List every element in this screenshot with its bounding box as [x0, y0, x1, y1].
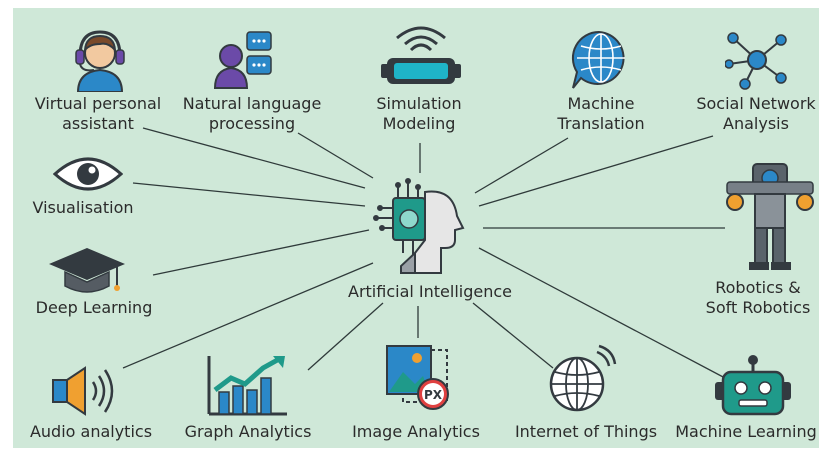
link-audio-analytics	[122, 262, 374, 369]
ai-head-circuit-icon	[373, 178, 465, 274]
label-visualisation: Visualisation	[32, 198, 134, 217]
person-chat-icon	[213, 31, 272, 89]
link-virtual-personal-assistant	[142, 127, 366, 189]
vr-headset-icon	[381, 26, 461, 84]
headset-person-icon	[75, 30, 125, 92]
label-robotics: Robotics &Soft Robotics	[705, 278, 811, 317]
diagram-canvas: Artificial Intelligence Virtual personal…	[13, 8, 819, 448]
robot-head-icon	[715, 355, 791, 416]
center-label: Artificial Intelligence	[348, 282, 512, 301]
label-machine-learning: Machine Learning	[675, 422, 817, 441]
link-natural-language-processing	[297, 132, 374, 179]
globe-wifi-icon	[549, 344, 617, 412]
link-internet-of-things	[472, 302, 554, 369]
robot-icon	[726, 163, 814, 270]
eye-icon	[53, 157, 123, 191]
label-graph-analytics: Graph Analytics	[184, 422, 312, 441]
globe-chat-icon	[571, 30, 625, 89]
label-deep-learning: Deep Learning	[35, 298, 153, 317]
link-machine-translation	[474, 137, 569, 194]
speaker-icon	[52, 366, 114, 416]
label-internet-of-things: Internet of Things	[514, 422, 658, 441]
network-icon	[725, 32, 787, 90]
connector-lines	[122, 127, 726, 379]
link-social-network-analysis	[478, 135, 714, 207]
link-machine-learning	[478, 247, 726, 379]
bar-chart-icon	[207, 355, 287, 416]
label-image-analytics: Image Analytics	[352, 422, 480, 441]
link-visualisation	[132, 182, 366, 207]
link-graph-analytics	[307, 302, 384, 371]
image-px-icon: PX	[386, 345, 449, 410]
graduation-cap-icon	[49, 248, 125, 293]
label-audio-analytics: Audio analytics	[29, 422, 153, 441]
svg-text:PX: PX	[424, 388, 443, 402]
link-deep-learning	[152, 229, 370, 276]
